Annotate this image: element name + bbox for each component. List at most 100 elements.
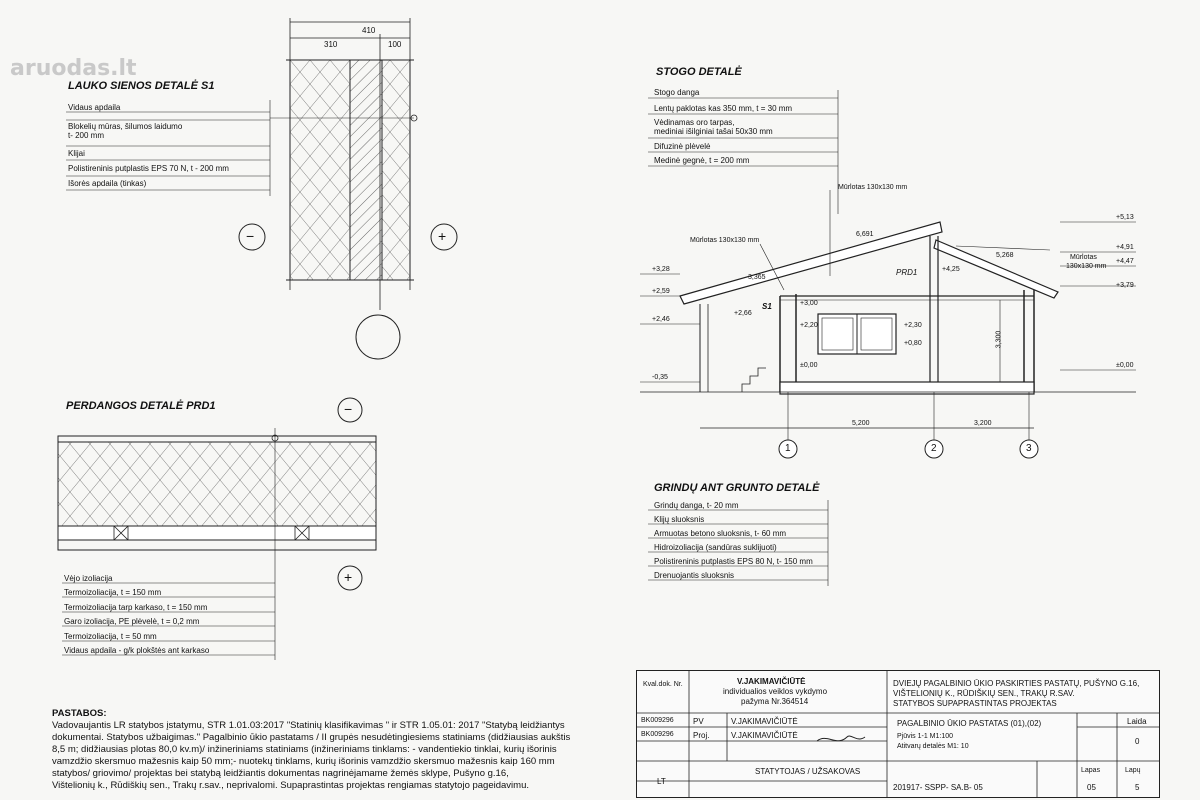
tb-sheet-line1: Pjūvis 1-1 M1:100 xyxy=(897,733,954,740)
tb-row2-code: BK009296 xyxy=(641,731,674,738)
tb-author-line2: individualios veiklos vykdymo xyxy=(723,687,828,696)
wall-dim-total: 410 xyxy=(362,26,376,35)
notes-line: dokumentai. Statybos užbaigimas." Pagalb… xyxy=(52,732,571,743)
ground-layer-2: Klijų sluoksnis xyxy=(654,515,705,524)
ground-layer-4: Hidroizoliacija (sandūras suklijuoti) xyxy=(654,543,777,552)
tb-row2-name: V.JAKIMAVIČIŪTĖ xyxy=(731,731,798,740)
level-right-5: ±0,00 xyxy=(1116,362,1134,369)
notes-line: Vadovaujantis LR statybos įstatymu, STR … xyxy=(52,720,565,731)
tb-lapas-value: 05 xyxy=(1087,783,1096,792)
wall-interior-sign: − xyxy=(246,228,255,244)
level-left-4: -0,35 xyxy=(652,374,668,381)
tb-laida-label: Laida xyxy=(1127,717,1147,726)
tb-client-label: STATYTOJAS / UŽSAKOVAS xyxy=(755,767,861,776)
axis-markers xyxy=(778,439,1039,459)
level-inner-4: +2,20 xyxy=(800,322,818,329)
level-inner-6: +0,80 xyxy=(904,340,922,347)
dim-height: 3,300 xyxy=(995,330,1003,349)
roof-detail-title: STOGO DETALĖ xyxy=(656,66,742,78)
ground-detail-title: GRINDŲ ANT GRUNTO DETALĖ xyxy=(654,482,820,494)
level-right-3: +4,47 xyxy=(1116,258,1134,265)
ground-layer-6: Drenuojantis sluoksnis xyxy=(654,571,735,580)
wall-layer-5: Išorės apdaila (tinkas) xyxy=(68,179,147,188)
axis-2: 2 xyxy=(931,443,937,454)
tag-prd1: PRD1 xyxy=(896,268,918,277)
level-right-4: +3,79 xyxy=(1116,282,1134,289)
roof-layer-2: Lentų paklotas kas 350 mm, t = 30 mm xyxy=(654,104,793,113)
notes-line: 8,5 m; didžiausias plotas 80,0 kv.m)/ in… xyxy=(52,744,557,755)
roof-layer-1: Stogo danga xyxy=(654,88,700,97)
wall-dim-block: 310 xyxy=(324,40,338,49)
floor-layer-2: Termoizoliacija, t = 150 mm xyxy=(64,588,162,597)
level-left-1: +3,28 xyxy=(652,266,670,273)
level-left-2: +2,59 xyxy=(652,288,670,295)
murlotas-label-right-size: 130x130 mm xyxy=(1066,263,1107,270)
dim-right-roof: 5,268 xyxy=(996,252,1014,259)
tb-author-name: V.JAKIMAVIČIŪTĖ xyxy=(737,677,806,686)
tb-row2-role: Proj. xyxy=(693,731,710,740)
floor-detail-title: PERDANGOS DETALĖ PRD1 xyxy=(66,400,216,412)
level-inner-7: ±0,00 xyxy=(800,362,818,369)
murlotas-label-left: Mūrlotas 130x130 mm xyxy=(690,237,760,244)
level-right-1: +5,13 xyxy=(1116,214,1134,221)
dim-left-roof: 3,365 xyxy=(748,274,766,281)
tb-lapas-label: Lapas xyxy=(1081,767,1101,774)
wall-layer-1: Vidaus apdaila xyxy=(68,103,121,112)
tag-s1: S1 xyxy=(762,302,772,311)
roof-layer-3b: mediniai išilginiai tašai 50x30 mm xyxy=(654,127,773,136)
floor-layer-5: Termoizoliacija, t = 50 mm xyxy=(64,632,157,641)
roof-layer-3: Vėdinamas oro tarpas, xyxy=(654,118,735,127)
tb-sheet-line2: Atitvarų detalės M1: 10 xyxy=(897,743,969,750)
level-inner-5: +2,30 xyxy=(904,322,922,329)
dim-span-1: 5,200 xyxy=(852,420,870,427)
floor-layer-6: Vidaus apdaila - g/k plokštės ant karkas… xyxy=(64,646,210,655)
floor-detail xyxy=(57,397,377,660)
ground-detail-leaders xyxy=(648,500,829,586)
notes-line: vamzdžio skersmuo mažesnis kaip 50 mm;- … xyxy=(52,756,555,767)
level-inner-2: +3,00 xyxy=(800,300,818,307)
notes-line: Vištelionių k., Rūdiškių sen., Trakų r.s… xyxy=(52,780,529,791)
tb-kval-label: Kval.dok. Nr. xyxy=(643,681,683,688)
floor-layer-3: Termoizoliacija tarp karkaso, t = 150 mm xyxy=(64,603,208,612)
tb-author-line3: pažyma Nr.364514 xyxy=(741,697,809,706)
wall-detail xyxy=(66,18,458,360)
title-block: Kval.dok. Nr. V.JAKIMAVIČIŪTĖ individual… xyxy=(636,670,1160,798)
building-section xyxy=(640,190,1136,440)
tb-laida-value: 0 xyxy=(1135,737,1140,746)
roof-detail-leaders xyxy=(648,90,839,214)
ground-layer-5: Polistireninis putplastis EPS 80 N, t- 1… xyxy=(654,557,813,566)
floor-layer-1: Vėjo izoliacija xyxy=(64,574,113,583)
floor-bottom-sign: + xyxy=(344,569,353,585)
wall-layer-3: Klijai xyxy=(68,149,85,158)
floor-layer-4: Garo izoliacija, PE plėvelė, t = 0,2 mm xyxy=(64,617,200,626)
tb-doc-code: 201917- SSPP- SA.B- 05 xyxy=(893,783,983,792)
wall-layer-2b: t- 200 mm xyxy=(68,131,105,140)
level-inner-3: +2,66 xyxy=(734,310,752,317)
dim-span-2: 3,200 xyxy=(974,420,992,427)
tb-project-2: VIŠTELIONIŲ K., RŪDIŠKIŲ SEN., TRAKŲ R.S… xyxy=(893,689,1075,698)
tb-lapu-label: Lapų xyxy=(1125,767,1141,774)
wall-detail-title: LAUKO SIENOS DETALĖ S1 xyxy=(68,80,215,92)
tb-row1-name: V.JAKIMAVIČIŪTĖ xyxy=(731,717,798,726)
roof-layer-4: Difuzinė plėvelė xyxy=(654,142,711,151)
tb-lapu-value: 5 xyxy=(1135,783,1140,792)
notes-line: statybos/ griovimo/ projektas bei statyb… xyxy=(52,768,509,779)
wall-exterior-sign: + xyxy=(438,228,447,244)
notes-title: PASTABOS: xyxy=(52,708,107,719)
ground-layer-3: Armuotas betono sluoksnis, t- 60 mm xyxy=(654,529,787,538)
tb-client-code: LT xyxy=(657,777,666,786)
murlotas-label-right: Mūrlotas xyxy=(1070,254,1097,261)
axis-3: 3 xyxy=(1026,443,1032,454)
ground-layer-1: Grindų danga, t- 20 mm xyxy=(654,501,739,510)
tb-project-1: DVIEJŲ PAGALBINIO ŪKIO PASKIRTIES PASTAT… xyxy=(893,679,1140,688)
axis-1: 1 xyxy=(785,443,791,454)
tb-row1-role: PV xyxy=(693,717,704,726)
floor-top-sign: − xyxy=(344,401,353,417)
wall-layer-2: Blokelių mūras, šilumos laidumo xyxy=(68,122,183,131)
level-inner-1: +4,25 xyxy=(942,266,960,273)
tb-sheet-title: PAGALBINIO ŪKIO PASTATAS (01),(02) xyxy=(897,719,1042,728)
dim-main-roof: 6,691 xyxy=(856,231,874,238)
tb-project-3: STATYBOS SUPAPRASTINTAS PROJEKTAS xyxy=(893,699,1057,708)
murlotas-label-top: Mūrlotas 130x130 mm xyxy=(838,184,908,191)
